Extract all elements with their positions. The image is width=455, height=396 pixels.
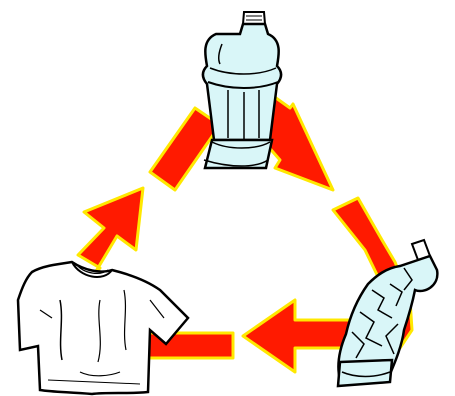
arrow-shirt-to-bottle-shape [78,188,143,278]
arrow-shirt-base [138,333,233,358]
t-shirt-icon [18,262,188,394]
arrow-shirt-to-bottle [78,108,220,278]
plastic-bottle-icon [203,12,281,168]
arrow-shirt-base-shape [138,333,233,358]
